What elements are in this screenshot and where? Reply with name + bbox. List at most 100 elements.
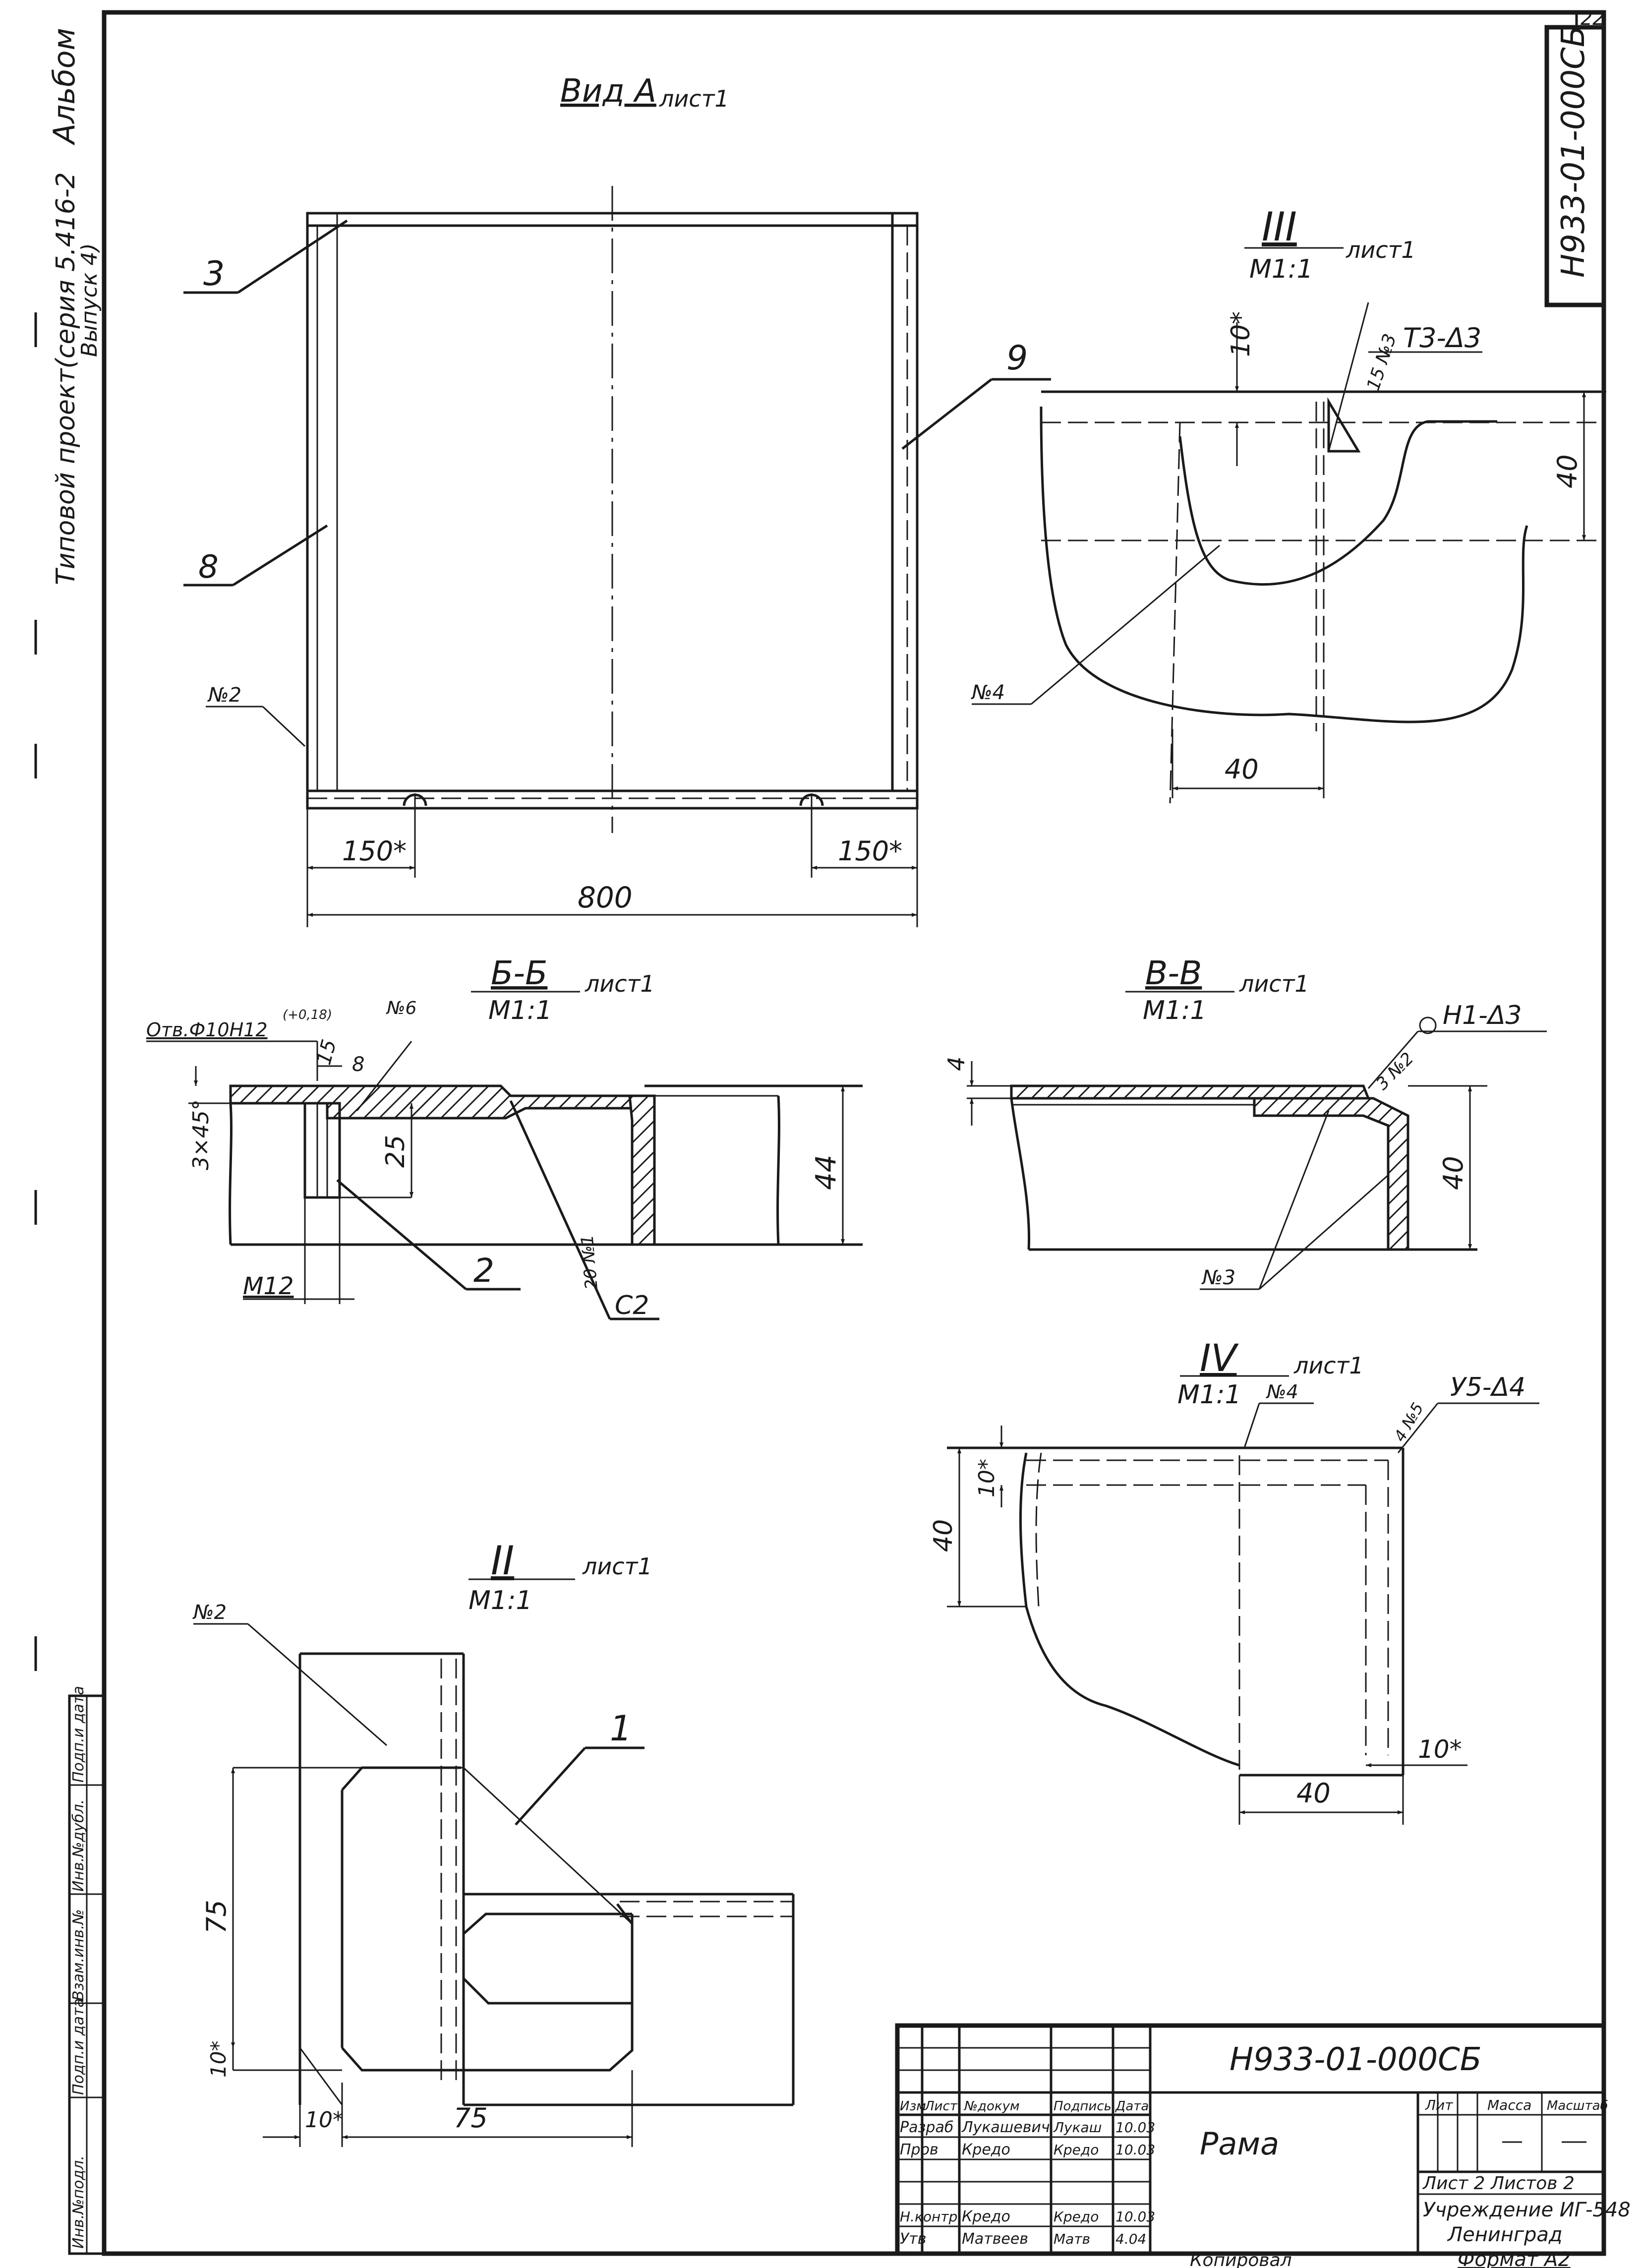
tb-mass-header: Масса: [1487, 2097, 1531, 2113]
section-bb-weld-length: 20 №1: [577, 1234, 602, 1291]
title-block: Н933-01-000СБ Рама Изм Лист №докум Подпи…: [895, 2023, 1631, 2256]
view-a-callout-9: 9: [1006, 339, 1028, 378]
detail-iii-scale: М1:1: [1249, 254, 1313, 284]
tb-person-developer: Лукашевич: [961, 2119, 1050, 2136]
sheet-frame: [102, 10, 1606, 2256]
format-label: Формат А2: [1458, 2248, 1571, 2268]
stamp-label-4: Инв.№дубл.: [70, 1799, 87, 1892]
detail-ii-dim-10-horizontal: 10*: [305, 2107, 344, 2133]
title-block-name: Рама: [1200, 2126, 1279, 2162]
tb-org-name: Учреждение ИГ-548: [1423, 2199, 1631, 2221]
detail-iv-weld-code: У5-Δ4: [1450, 1373, 1525, 1402]
detail-iii-dim-10: 10*: [1226, 311, 1256, 357]
tb-role-normcontrol: Н.контр: [900, 2208, 957, 2225]
section-vv-title: В-В: [1145, 954, 1202, 992]
detail-iv-dim-40-vertical: 40: [929, 1519, 958, 1552]
title-block-code: Н933-01-000СБ: [1230, 2041, 1482, 2078]
detail-iii-dim-40-horizontal: 40: [1225, 754, 1259, 785]
view-a-dim-150-left: 150*: [342, 836, 407, 867]
detail-iii-callout-weld4: №4: [971, 681, 1005, 704]
tb-date-developer: 10.03: [1115, 2119, 1155, 2136]
tb-hdr-change: Изм: [900, 2099, 926, 2114]
stamp-label-2: Подп.и дата: [70, 1998, 87, 2095]
tb-role-approver: Утв: [900, 2230, 926, 2248]
detail-iii-weld-code: Т3-Δ3: [1403, 322, 1481, 354]
detail-iv-dim-10-vertical: 10*: [974, 1459, 999, 1497]
section-vv-scale: М1:1: [1143, 996, 1207, 1025]
detail-iii-dim-40-vertical: 40: [1552, 454, 1583, 488]
detail-iv-sheet-ref: лист1: [1293, 1352, 1364, 1379]
detail-iv: IV М1:1 лист1 №4 4 №5 У5-Δ4 40 10* 40: [929, 1336, 1539, 1825]
section-vv-callout-weld3: №3: [1201, 1266, 1235, 1289]
tb-date-normcontrol: 10.03: [1115, 2208, 1155, 2225]
stamp-label-1: Инв.№подл.: [70, 2155, 87, 2249]
side-stamp: Инв.№подл. Подп.и дата Взам.инв.№ Инв.№д…: [68, 1686, 106, 2255]
view-a-title: Вид А: [560, 73, 656, 110]
view-a-dim-800: 800: [578, 881, 633, 914]
view-a-sheet-ref: лист1: [659, 85, 729, 112]
tb-sheet-info: Лист 2 Листов 2: [1422, 2173, 1575, 2194]
side-album-label: Альбом: [47, 28, 82, 146]
view-a-callout-8: 8: [198, 549, 219, 586]
detail-iv-dim-10-horizontal: 10*: [1418, 1735, 1462, 1764]
tb-sign-developer: Лукаш: [1053, 2119, 1102, 2136]
detail-ii-scale: М1:1: [469, 1586, 532, 1615]
doc-code-vertical: Н933-01-000СБ: [1555, 25, 1592, 278]
view-a-dim-150-right: 150*: [838, 836, 902, 867]
tb-scale-header: Масштаб: [1547, 2098, 1608, 2113]
tb-date-checker: 10.03: [1115, 2142, 1155, 2158]
detail-ii-dim-75-vertical: 75: [201, 1900, 232, 1934]
section-vv-sheet-ref: лист1: [1239, 970, 1309, 997]
side-project-label: Типовой проект(серия 5.416-2: [51, 172, 81, 585]
section-vv-dim-40: 40: [1438, 1156, 1469, 1190]
view-a-callout-weld2: №2: [207, 684, 241, 707]
section-bb-dim-25: 25: [381, 1135, 410, 1168]
section-vv-weld-code: Н1-Δ3: [1443, 1001, 1522, 1030]
section-bb-sheet-ref: лист1: [585, 970, 655, 997]
tb-role-checker: Пров: [900, 2141, 938, 2158]
tb-sign-approver: Матв: [1054, 2231, 1090, 2247]
detail-iv-scale: М1:1: [1177, 1380, 1241, 1410]
detail-ii-numeral: II: [491, 1538, 514, 1584]
section-bb-thread: М12: [243, 1272, 294, 1300]
section-bb-hole-note: Отв.Ф10Н12: [146, 1019, 268, 1041]
section-bb-callout-2: 2: [473, 1252, 494, 1290]
tb-hdr-docno: №докум: [963, 2099, 1020, 2114]
tb-role-developer: Разраб: [900, 2119, 953, 2136]
section-vv-weld-ref: 3 №2: [1372, 1049, 1418, 1094]
tb-lit-header: Лит: [1425, 2097, 1453, 2113]
tb-sign-normcontrol: Кредо: [1054, 2208, 1099, 2225]
detail-iii-sheet-ref: лист1: [1346, 237, 1416, 263]
tb-hdr-sheet: Лист: [924, 2099, 958, 2114]
tb-hdr-sign: Подпись: [1054, 2099, 1112, 2114]
detail-iv-dim-40-horizontal: 40: [1296, 1778, 1331, 1809]
detail-ii-callout-part1: 1: [610, 1708, 632, 1749]
section-bb-scale: М1:1: [488, 996, 552, 1025]
detail-ii-dim-75-horizontal: 75: [454, 2102, 488, 2134]
stamp-label-3: Взам.инв.№: [70, 1909, 87, 2001]
detail-iii: III М1:1 лист1 15 №3 Т3-Δ3 10* 40 40: [971, 204, 1606, 804]
section-bb-hole-tolerance: (+0,18): [283, 1008, 332, 1022]
detail-ii-callout-weld2: №2: [192, 1601, 227, 1624]
view-a-callout-3: 3: [203, 254, 225, 294]
tb-person-checker: Кредо: [962, 2141, 1010, 2158]
side-project-issue: Выпуск 4): [77, 243, 102, 357]
tb-sign-checker: Кредо: [1054, 2142, 1099, 2158]
detail-iii-weld-ref: 15 №3: [1363, 331, 1401, 393]
detail-iv-numeral: IV: [1200, 1336, 1239, 1380]
detail-iv-weld-ref-4: №4: [1266, 1381, 1298, 1403]
section-bb-title: Б-Б: [491, 954, 547, 992]
detail-iii-numeral: III: [1262, 204, 1297, 250]
tb-person-normcontrol: Кредо: [962, 2208, 1010, 2225]
detail-ii-dim-10-vertical: 10*: [206, 2041, 231, 2078]
section-bb: Б-Б М1:1 лист1 Отв.Ф10Н12 (+0,18) 15 8 2…: [146, 954, 863, 1320]
section-bb-dim-44: 44: [810, 1155, 842, 1190]
view-a: Вид А лист1 3 9 8 №2: [183, 73, 1051, 927]
section-bb-dim-8: 8: [352, 1053, 364, 1076]
section-vv-dim-4: 4: [943, 1057, 970, 1071]
section-bb-weld-code: С2: [615, 1291, 649, 1320]
section-vv: В-В М1:1 лист1 4 40 3 №2 Н1-Δ3 №3: [943, 954, 1547, 1290]
tb-person-approver: Матвеев: [962, 2230, 1028, 2248]
detail-ii-sheet-ref: лист1: [582, 1553, 652, 1580]
